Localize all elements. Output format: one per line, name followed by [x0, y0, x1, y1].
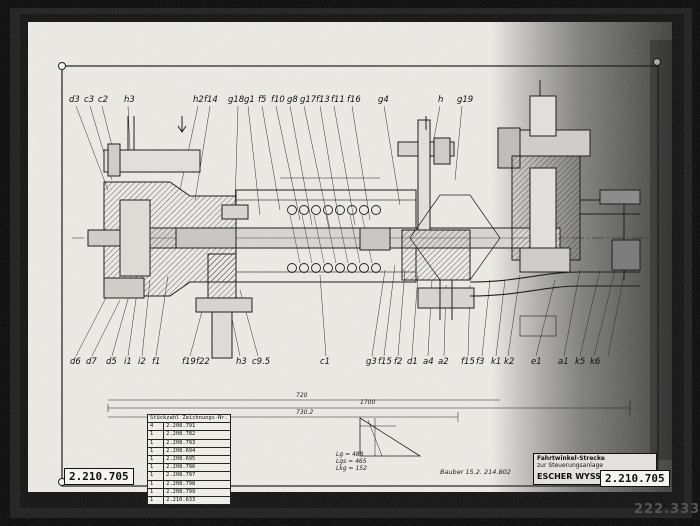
part-label-k2: k2: [504, 357, 515, 367]
part-label-h3-bottom: h3: [236, 357, 247, 367]
part-label-d6: d6: [70, 357, 81, 367]
table-cell: 2.208.782: [163, 430, 231, 440]
part-label-g19: g19: [457, 95, 474, 105]
table-cell: 1: [146, 495, 165, 506]
part-label-f10: f10: [271, 95, 285, 105]
part-label-a1: a1: [558, 357, 569, 367]
dimension-overall: 1700: [360, 399, 376, 406]
part-label-g8: g8: [287, 95, 298, 105]
table-cell: 2.208.695: [163, 454, 231, 465]
dimension-lower: 730.2: [296, 409, 314, 416]
part-label-k1: k1: [491, 357, 502, 367]
table-header: Stückzahl Zeichnungs-Nr.: [147, 413, 231, 424]
part-label-i2: i2: [138, 357, 146, 367]
table-cell: 1: [146, 487, 165, 497]
table-cell: 2.208.793: [163, 438, 231, 448]
table-cell: 1: [146, 479, 165, 489]
part-label-g3: g3: [366, 357, 377, 367]
table-cell: 1: [146, 430, 165, 440]
dimension-sub: 720: [296, 392, 308, 399]
part-label-f15-b: f15: [461, 357, 475, 367]
part-label-f1: f1: [152, 357, 161, 367]
title-line-1: Fahrtwinkel-Strecke: [537, 455, 605, 462]
part-label-d5: d5: [106, 357, 117, 367]
part-label-f14: f14: [204, 95, 218, 105]
archive-number: 222.333: [634, 502, 700, 517]
table-cell: 2.208.791: [163, 422, 231, 432]
table-cell: 1: [146, 471, 165, 481]
part-label-a4: a4: [423, 357, 434, 367]
part-label-k5: k5: [575, 357, 586, 367]
part-label-g17: g17: [300, 95, 317, 105]
drawing-number-right: 2.210.705: [600, 470, 670, 487]
title-line-2: zur Steuerungsanlage: [537, 462, 604, 469]
title-block: Fahrtwinkel-Strecke zur Steuerungsanlage…: [533, 453, 657, 485]
part-label-a2: a2: [438, 357, 449, 367]
part-label-g1: g1: [244, 95, 255, 105]
table-cell: 2.208.796: [163, 463, 231, 473]
part-label-f15: f15: [378, 357, 392, 367]
table-cell: 4: [146, 422, 165, 432]
part-label-c2: c2: [98, 95, 109, 105]
part-label-d1: d1: [407, 357, 418, 367]
part-label-f11: f11: [331, 95, 345, 105]
part-label-f19: f19: [182, 357, 196, 367]
table-cell: 1: [146, 463, 165, 473]
table-header-row: Stückzahl Zeichnungs-Nr.: [147, 413, 231, 424]
triangle-note-1: Lg = 488: [336, 451, 364, 458]
part-label-f16: f16: [347, 95, 361, 105]
table-cell: 2.208.694: [163, 446, 231, 456]
table-cell: 1: [146, 438, 165, 448]
part-label-i1: i1: [124, 357, 132, 367]
table-cell: 2.208.799: [163, 487, 231, 497]
table-cell: 2.210.633: [163, 495, 231, 506]
part-label-d7: d7: [86, 357, 97, 367]
part-label-g4: g4: [378, 95, 389, 105]
maker-name: ESCHER WYSS: [537, 472, 601, 481]
part-label-f22: f22: [196, 357, 210, 367]
part-label-h: h: [438, 95, 444, 105]
drawing-number-left: 2.210.705: [64, 468, 134, 485]
part-label-c3: c3: [84, 95, 95, 105]
part-label-f13: f13: [316, 95, 330, 105]
table-cell: 2.208.797: [163, 471, 231, 481]
part-label-e1: e1: [531, 357, 542, 367]
part-label-f5: f5: [258, 95, 267, 105]
table-cell: 1: [146, 454, 165, 465]
part-label-k6: k6: [590, 357, 601, 367]
part-label-f2: f2: [394, 357, 403, 367]
table-cell: 1: [146, 446, 165, 456]
part-label-c1: c1: [320, 357, 331, 367]
table-cell: 2.208.798: [163, 479, 231, 489]
part-label-d3: d3: [69, 95, 80, 105]
part-label-g18: g18: [228, 95, 245, 105]
footer-note: Bauber 15.2. 214.802: [440, 468, 511, 476]
part-label-h3: h3: [124, 95, 135, 105]
part-label-f3: f3: [476, 357, 485, 367]
triangle-note-3: Lkg = 152: [336, 465, 367, 472]
part-label-c9-5: c9.5: [252, 357, 271, 367]
part-label-h2: h2: [193, 95, 204, 105]
triangle-note-2: Lgs = 465: [336, 458, 367, 465]
